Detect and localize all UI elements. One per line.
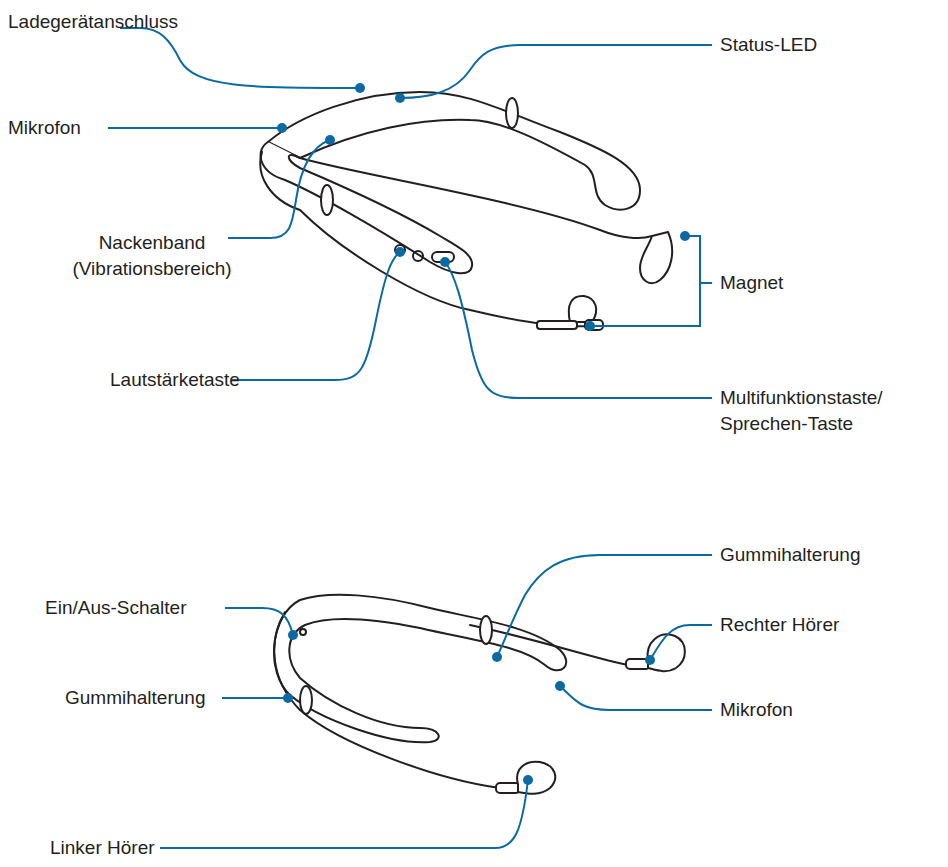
leader-line [445,262,712,398]
leader-dots [277,83,690,785]
leader-line [400,45,712,98]
leader-lines [108,28,712,848]
leader-line [560,686,712,710]
leader-line [650,625,712,660]
leader-line [232,252,400,380]
leader-line [108,127,282,129]
part-label: Nackenband (Vibrationsbereich) [52,230,252,282]
part-label: Linker Hörer [50,835,155,861]
leader-line [497,555,712,657]
part-label: Gummihalterung [65,685,205,711]
leader-line [228,140,330,238]
leader-line [222,697,288,699]
leader-line [225,608,293,635]
part-label: Status-LED [720,32,817,58]
part-label: Gummihalterung [720,542,860,568]
part-label: Ladegerätanschluss [8,9,178,35]
part-label: Mikrofon [8,115,81,141]
magnet-bracket [590,236,712,326]
part-label: Lautstärketaste [110,367,240,393]
part-label: Ein/Aus-Schalter [45,595,187,621]
headset-bottom [274,595,685,794]
part-label: Magnet [720,270,783,296]
part-label: Rechter Hörer [720,612,839,638]
leader-line [160,780,528,848]
part-label: Mikrofon [720,697,793,723]
part-label: Multifunktionstaste/ Sprechen-Taste [720,385,920,437]
leader-line [120,28,360,88]
headset-top [260,92,672,330]
